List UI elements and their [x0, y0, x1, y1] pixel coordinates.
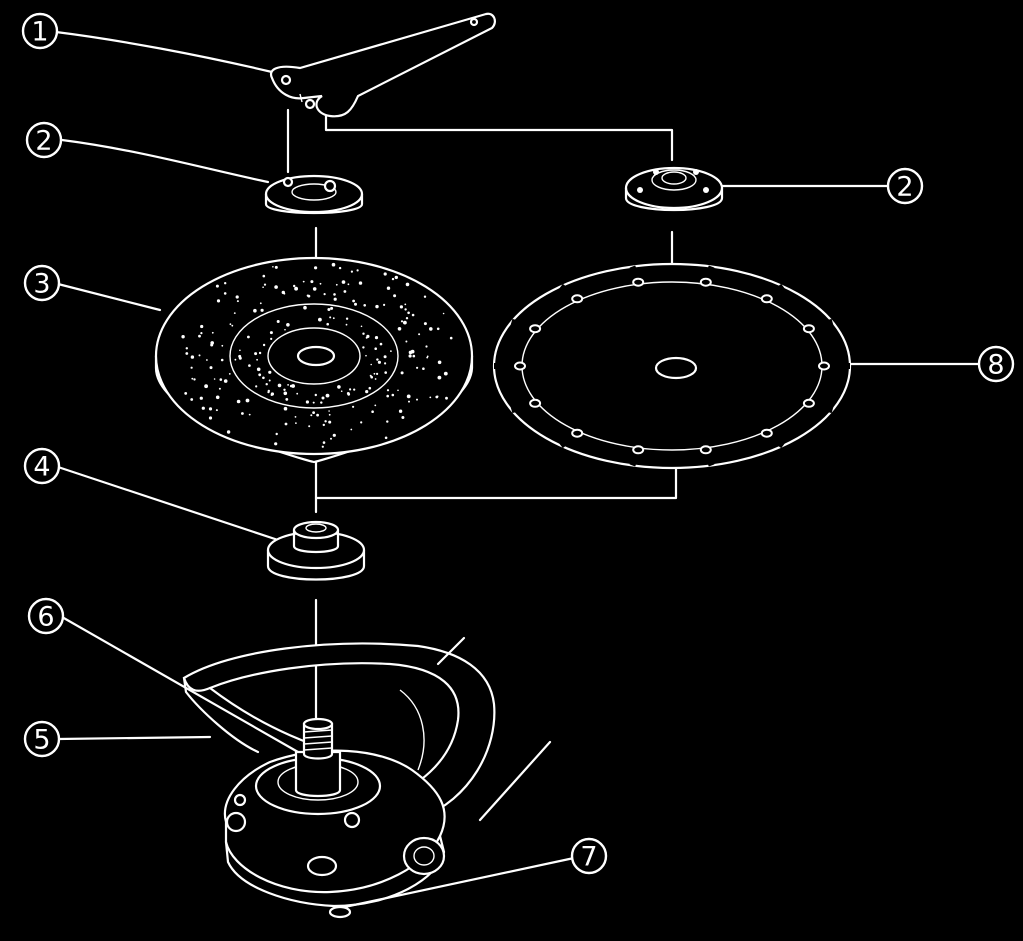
svg-text:1: 1 — [31, 17, 48, 48]
svg-text:2: 2 — [35, 126, 52, 157]
callout-2-right: 2 — [886, 167, 924, 205]
callout-4: 4 — [23, 447, 61, 485]
svg-text:4: 4 — [33, 452, 50, 483]
flange-nut-left — [264, 174, 364, 215]
callout-8: 8 — [977, 345, 1015, 383]
callout-1: 1 — [21, 12, 59, 50]
svg-text:5: 5 — [33, 725, 50, 756]
callout-2-left: 2 — [25, 121, 63, 159]
abrasive-disc — [154, 256, 474, 464]
callout-3: 3 — [23, 264, 61, 302]
blade-segment-slots — [494, 265, 850, 467]
flange-nut-right — [624, 166, 724, 212]
wrench-part — [269, 12, 496, 118]
callout-7: 7 — [570, 837, 608, 875]
callout-6: 6 — [27, 597, 65, 635]
svg-text:6: 6 — [37, 602, 54, 633]
callout-5: 5 — [23, 720, 61, 758]
svg-text:2: 2 — [896, 172, 913, 203]
svg-text:8: 8 — [987, 350, 1004, 381]
gear-head-assembly — [182, 636, 552, 919]
inner-flange — [266, 520, 366, 581]
diamond-blade — [492, 262, 852, 470]
svg-text:7: 7 — [580, 842, 597, 873]
svg-text:3: 3 — [33, 269, 50, 300]
disc-grit-texture — [181, 262, 453, 448]
